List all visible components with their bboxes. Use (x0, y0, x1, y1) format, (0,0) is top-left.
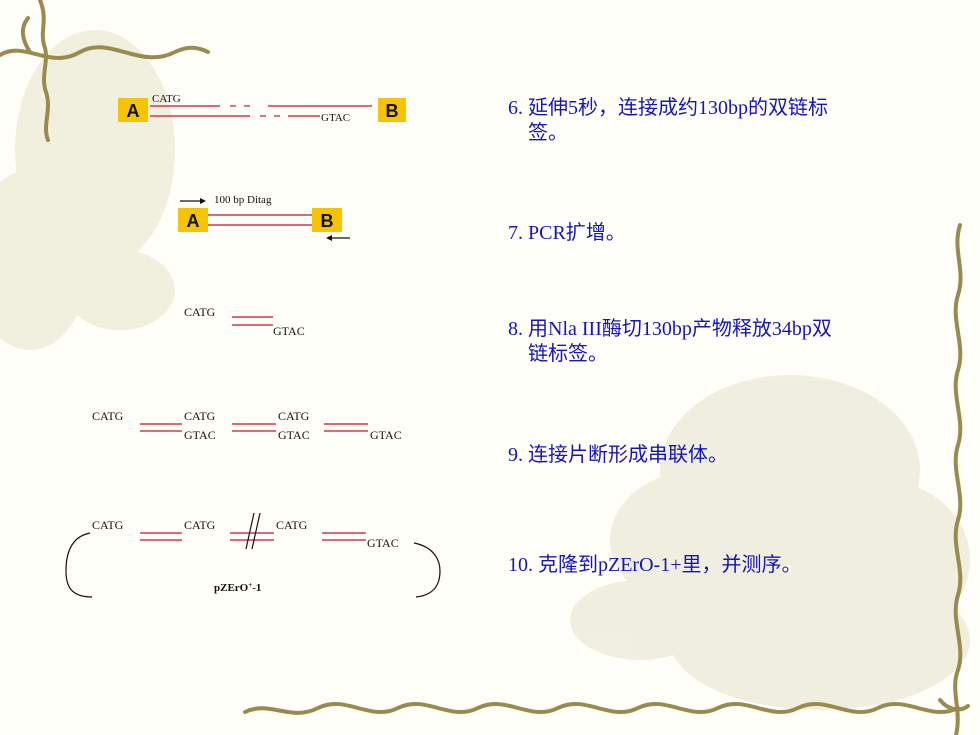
step-number: 7. (508, 222, 523, 244)
step-number: 8. (508, 318, 523, 340)
ditag-label: 100 bp Ditag (214, 194, 272, 206)
box-a-label: A (127, 101, 140, 121)
catg-label: CATG (152, 93, 181, 105)
box-b-label: B (386, 101, 399, 121)
step-6: 6. 延伸5秒，连接成约130bp的双链标 签。 (508, 96, 938, 146)
diagram-cloning-vector: CATG CATG CATG GTAC pZErO+-1 (65, 512, 441, 598)
gtac-label: GTAC (321, 112, 350, 124)
gtac-label: GTAC (273, 324, 305, 338)
step-text: 连接片断形成串联体。 (528, 444, 728, 466)
box-a (118, 98, 148, 122)
gtac-label: GTAC (184, 428, 216, 442)
box-a (178, 208, 208, 232)
step-text-continued: 链标签。 (528, 343, 608, 365)
step-number: 6. (508, 97, 523, 119)
catg-label: CATG (184, 409, 216, 423)
arrow-left-icon (326, 235, 332, 241)
box-a-label: A (187, 211, 200, 231)
step-number: 10. (508, 554, 533, 576)
catg-label: CATG (184, 305, 216, 319)
gtac-label: GTAC (370, 428, 402, 442)
step-text-continued: 签。 (528, 122, 568, 144)
gtac-label: GTAC (278, 428, 310, 442)
step-9: 9. 连接片断形成串联体。 (508, 443, 938, 468)
step-number: 9. (508, 444, 523, 466)
diagram-pcr: 100 bp Ditag A B (178, 194, 350, 241)
diagram-concatemer: CATG CATG GTAC CATG GTAC GTAC (92, 409, 402, 442)
box-b (312, 208, 342, 232)
catg-label: CATG (92, 518, 124, 532)
break-mark-icon (251, 512, 261, 550)
arrow-right-icon (200, 198, 206, 204)
catg-label: CATG (184, 518, 216, 532)
step-8: 8. 用Nla III酶切130bp产物释放34bp双 链标签。 (508, 317, 938, 367)
step-7: 7. PCR扩增。 (508, 221, 938, 246)
box-b (378, 98, 406, 122)
step-text: 延伸5秒，连接成约130bp的双链标 (528, 97, 828, 119)
catg-label: CATG (92, 409, 124, 423)
step-10: 10. 克隆到pZErO-1+里，并测序。 (508, 553, 938, 578)
step-text: 用Nla III酶切130bp产物释放34bp双 (528, 318, 832, 340)
gtac-label: GTAC (367, 536, 399, 550)
diagram-nlaiii-cut: CATG GTAC (184, 305, 305, 338)
vector-right-arc (413, 542, 441, 598)
plasmid-label: pZErO+-1 (214, 581, 261, 594)
catg-label: CATG (276, 518, 308, 532)
step-text: 克隆到pZErO-1+里，并测序。 (538, 554, 802, 576)
vector-left-arc (65, 532, 93, 598)
diagram-ligation: A B CATG GTAC (118, 93, 406, 124)
catg-label: CATG (278, 409, 310, 423)
break-mark-icon (245, 512, 255, 550)
step-text: PCR扩增。 (528, 222, 626, 244)
box-b-label: B (321, 211, 334, 231)
